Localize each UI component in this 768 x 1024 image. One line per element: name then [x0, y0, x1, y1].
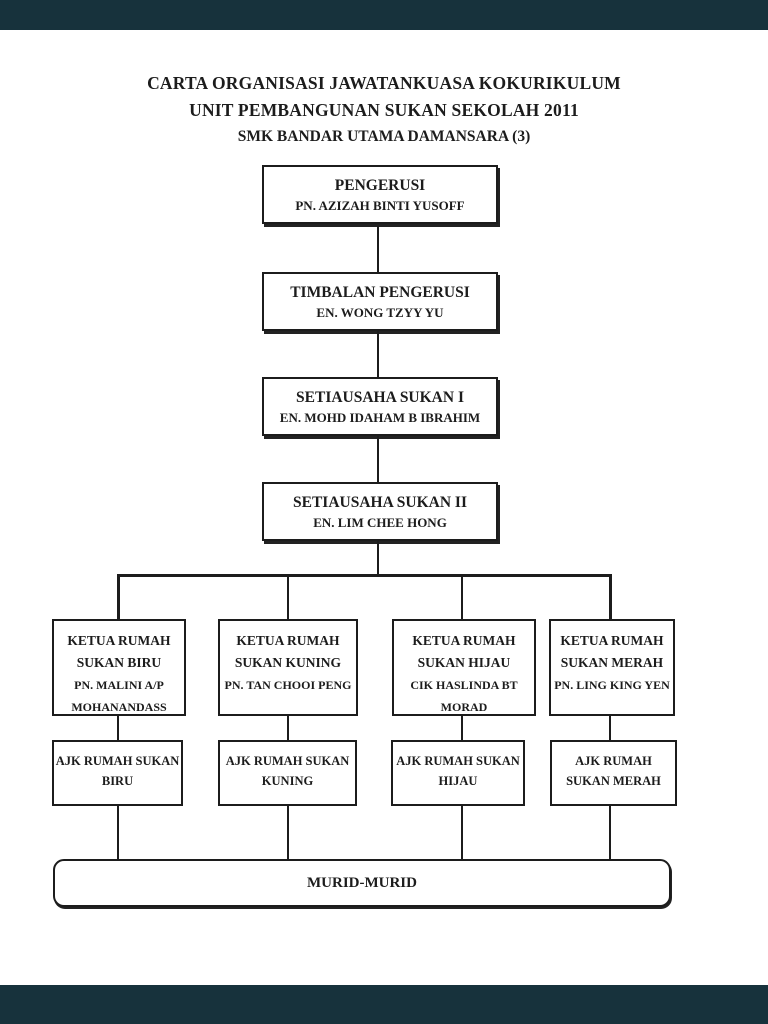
connector-house-4: [609, 716, 611, 740]
connector-chain-4: [377, 541, 379, 575]
branch-drop-2: [287, 574, 289, 619]
person-name: PN. TAN CHOOI PENG: [224, 678, 352, 692]
person-name: EN. MOHD IDAHAM B IBRAHIM: [279, 410, 481, 425]
role-label: TIMBALAN PENGERUSI: [290, 284, 470, 301]
branch-drop-1: [117, 574, 120, 619]
ajk-label: AJK RUMAH SUKAN BIRU: [55, 754, 180, 788]
org-box-setiausaha-sukan-1: SETIAUSAHA SUKAN I EN. MOHD IDAHAM B IBR…: [262, 377, 498, 436]
ajk-label: AJK RUMAH SUKAN MERAH: [566, 754, 661, 788]
connector-ajk-1: [117, 806, 119, 859]
org-box-timbalan-pengerusi: TIMBALAN PENGERUSI EN. WONG TZYY YU: [262, 272, 498, 331]
role-label: KETUA RUMAH SUKAN HIJAU: [412, 633, 516, 670]
branch-drop-4: [609, 574, 612, 619]
org-box-ajk-hijau: AJK RUMAH SUKAN HIJAU: [391, 740, 525, 806]
org-box-ajk-merah: AJK RUMAH SUKAN MERAH: [550, 740, 677, 806]
branch-drop-3: [461, 574, 463, 619]
person-name: PN. AZIZAH BINTI YUSOFF: [295, 198, 465, 213]
viewer-background-top: [0, 0, 768, 30]
role-label: SETIAUSAHA SUKAN II: [293, 494, 467, 511]
person-name: EN. LIM CHEE HONG: [313, 515, 447, 530]
connector-ajk-2: [287, 806, 289, 859]
org-box-setiausaha-sukan-2: SETIAUSAHA SUKAN II EN. LIM CHEE HONG: [262, 482, 498, 541]
role-label: PENGERUSI: [334, 177, 426, 194]
connector-house-2: [287, 716, 289, 740]
connector-house-1: [117, 716, 119, 740]
role-label: KETUA RUMAH SUKAN BIRU: [67, 633, 171, 670]
role-label: KETUA RUMAH SUKAN KUNING: [234, 633, 342, 670]
org-box-ajk-biru: AJK RUMAH SUKAN BIRU: [52, 740, 183, 806]
person-name: PN. LING KING YEN: [554, 678, 670, 692]
org-box-murid: MURID-MURID: [53, 859, 671, 907]
org-box-ketua-biru: KETUA RUMAH SUKAN BIRU PN. MALINI A/P MO…: [52, 619, 186, 716]
role-label: SETIAUSAHA SUKAN I: [296, 389, 464, 406]
person-name: PN. MALINI A/P MOHANANDASS: [71, 678, 167, 714]
connector-ajk-4: [609, 806, 611, 859]
chart-title: CARTA ORGANISASI JAWATANKUASA KOKURIKULU…: [0, 70, 768, 150]
connector-ajk-3: [461, 806, 463, 859]
org-box-ketua-kuning: KETUA RUMAH SUKAN KUNING PN. TAN CHOOI P…: [218, 619, 358, 716]
ajk-label: AJK RUMAH SUKAN KUNING: [225, 754, 350, 788]
ajk-label: AJK RUMAH SUKAN HIJAU: [396, 754, 520, 788]
person-name: EN. WONG TZYY YU: [316, 305, 444, 320]
connector-chain-1: [377, 226, 379, 272]
role-label: KETUA RUMAH SUKAN MERAH: [560, 633, 664, 670]
title-line-3: SMK BANDAR UTAMA DAMANSARA (3): [237, 128, 531, 145]
connector-house-3: [461, 716, 463, 740]
connector-chain-2: [377, 331, 379, 377]
murid-label: MURID-MURID: [307, 874, 417, 891]
org-box-ketua-hijau: KETUA RUMAH SUKAN HIJAU CIK HASLINDA BT …: [392, 619, 536, 716]
title-line-1: CARTA ORGANISASI JAWATANKUASA KOKURIKULU…: [147, 73, 621, 93]
org-box-ajk-kuning: AJK RUMAH SUKAN KUNING: [218, 740, 357, 806]
connector-chain-3: [377, 436, 379, 482]
org-box-ketua-merah: KETUA RUMAH SUKAN MERAH PN. LING KING YE…: [549, 619, 675, 716]
branch-horizontal-line: [117, 574, 612, 577]
org-box-pengerusi: PENGERUSI PN. AZIZAH BINTI YUSOFF: [262, 165, 498, 224]
title-line-2: UNIT PEMBANGUNAN SUKAN SEKOLAH 2011: [189, 100, 579, 120]
person-name: CIK HASLINDA BT MORAD: [410, 678, 518, 714]
viewer-background-bottom: [0, 985, 768, 1024]
